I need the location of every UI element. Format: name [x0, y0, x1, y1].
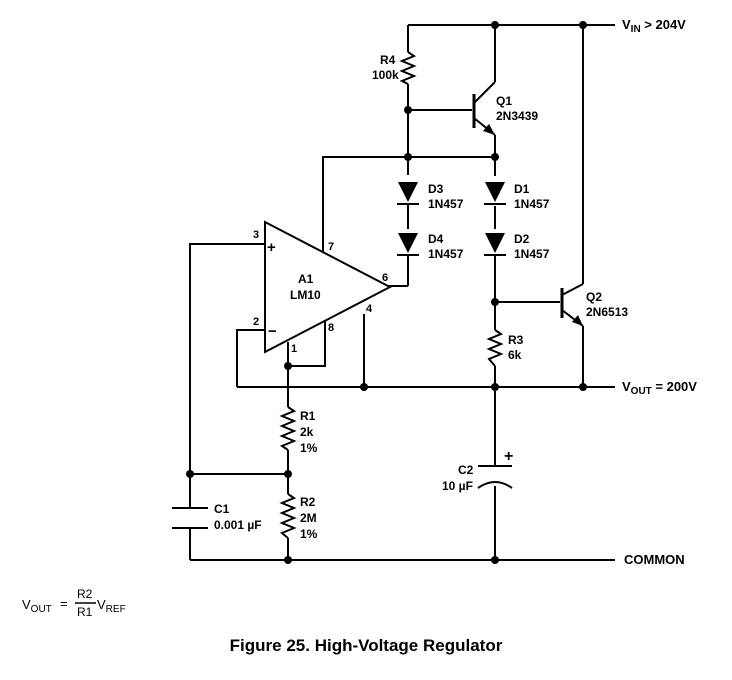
- diode-d4: D4 1N457: [397, 232, 464, 261]
- junction-dot: [186, 470, 194, 478]
- junction-dot: [404, 106, 412, 114]
- c1-name: C1: [214, 502, 230, 516]
- capacitor-c2: + C2 10 µF: [442, 448, 513, 493]
- resistor-r4: R4 100k: [372, 51, 417, 85]
- vin-label: VIN > 204V: [622, 17, 686, 35]
- junction-dot: [491, 298, 499, 306]
- d4-part: 1N457: [428, 247, 464, 261]
- wires: [189, 24, 615, 561]
- formula-rhs: VREF: [97, 597, 126, 615]
- junction-dot: [284, 470, 292, 478]
- vout-formula: VOUT = R2 R1 VREF: [22, 587, 126, 619]
- resistor-r1: R1 2k 1%: [279, 406, 318, 455]
- junction-dots: [186, 21, 587, 564]
- opamp-part: LM10: [290, 288, 321, 302]
- resistor-r2: R2 2M 1%: [279, 493, 318, 541]
- opamp-pin-1: 1: [291, 343, 297, 355]
- opamp-a1: + − A1 LM10 3 2 7 6 4 8 1: [253, 220, 393, 355]
- transistor-q1: Q1 2N3439: [472, 81, 538, 136]
- d2-part: 1N457: [514, 247, 550, 261]
- d3-name: D3: [428, 182, 444, 196]
- r2-name: R2: [300, 495, 316, 509]
- c2-polarity: +: [504, 448, 513, 465]
- opamp-pin-8: 8: [328, 322, 334, 334]
- opamp-plus-sign: +: [267, 239, 276, 256]
- d1-name: D1: [514, 182, 530, 196]
- capacitor-c1: C1 0.001 µF: [172, 502, 262, 532]
- common-label: COMMON: [624, 552, 685, 567]
- opamp-pin-3: 3: [253, 229, 259, 241]
- junction-dot: [579, 383, 587, 391]
- diode-d2: D2 1N457: [484, 232, 550, 261]
- junction-dot: [491, 153, 499, 161]
- formula-equals: =: [60, 596, 68, 611]
- d4-name: D4: [428, 232, 444, 246]
- r3-value: 6k: [508, 348, 522, 362]
- r2-tolerance: 1%: [300, 527, 318, 541]
- c2-name: C2: [458, 463, 474, 477]
- junction-dot: [360, 383, 368, 391]
- q2-name: Q2: [586, 290, 602, 304]
- d1-part: 1N457: [514, 197, 550, 211]
- vout-label: VOUT = 200V: [622, 379, 697, 397]
- d2-name: D2: [514, 232, 530, 246]
- formula-lhs: VOUT: [22, 597, 52, 615]
- q1-part: 2N3439: [496, 109, 538, 123]
- opamp-pin-2: 2: [253, 316, 259, 328]
- junction-dot: [284, 556, 292, 564]
- q1-name: Q1: [496, 94, 512, 108]
- c1-value: 0.001 µF: [214, 518, 262, 532]
- r2-value: 2M: [300, 511, 317, 525]
- formula-denominator: R1: [77, 605, 93, 619]
- r3-name: R3: [508, 333, 524, 347]
- junction-dot: [491, 556, 499, 564]
- junction-dot: [284, 362, 292, 370]
- junction-dot: [491, 21, 499, 29]
- formula-numerator: R2: [77, 587, 93, 601]
- figure-caption: Figure 25. High-Voltage Regulator: [229, 636, 503, 655]
- transistor-q2: Q2 2N6513: [560, 283, 628, 327]
- opamp-name: A1: [298, 272, 314, 286]
- junction-dot: [579, 21, 587, 29]
- c2-value: 10 µF: [442, 479, 473, 493]
- r1-value: 2k: [300, 425, 314, 439]
- r4-name: R4: [380, 53, 396, 67]
- resistor-r3: R3 6k: [486, 329, 524, 367]
- d3-part: 1N457: [428, 197, 464, 211]
- q2-part: 2N6513: [586, 305, 628, 319]
- junction-dot: [404, 153, 412, 161]
- diode-d3: D3 1N457: [397, 182, 464, 211]
- diode-d1: D1 1N457: [484, 182, 550, 211]
- r1-name: R1: [300, 409, 316, 423]
- opamp-pin-7: 7: [328, 241, 334, 253]
- r1-tolerance: 1%: [300, 441, 318, 455]
- r4-value: 100k: [372, 68, 399, 82]
- junction-dot: [491, 383, 499, 391]
- opamp-minus-sign: −: [268, 323, 277, 340]
- opamp-pin-4: 4: [366, 303, 373, 315]
- opamp-pin-6: 6: [382, 272, 388, 284]
